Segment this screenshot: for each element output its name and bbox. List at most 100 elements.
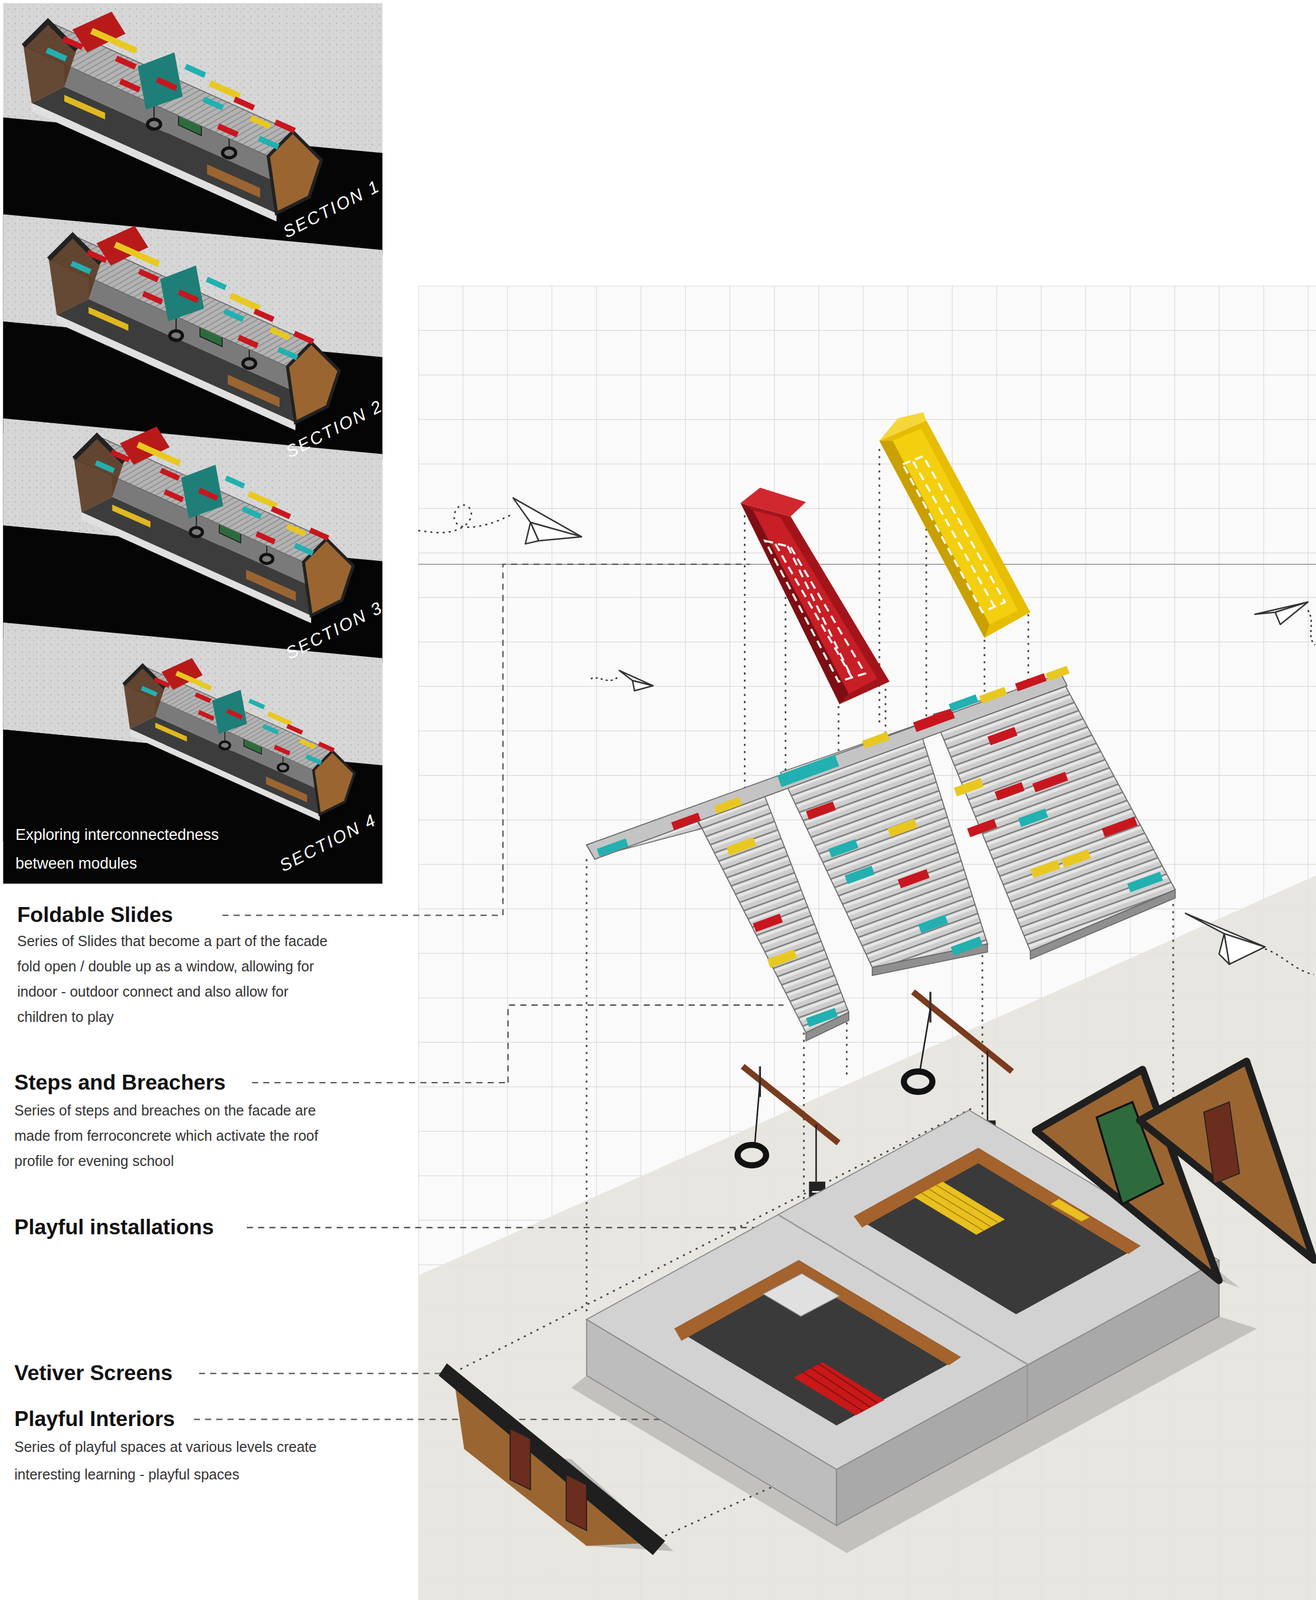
callout-heading: Foldable Slides [17,902,173,928]
projection-line-line [884,688,887,735]
red-slide-polygon [740,502,890,704]
colored-step-block-g-rect [948,693,979,712]
colored-step-block-g [897,868,930,888]
yellow-slide-polygon [892,428,1019,625]
leader-line-line [246,1226,760,1228]
section-panel-use [48,225,340,430]
yellow-slide-polygon [879,420,1031,638]
yellow-slide-path [902,456,1005,613]
colored-step-block-g-rect [887,818,918,837]
colored-step-block-g [596,838,629,857]
colored-step-block-g [1018,808,1048,827]
colored-step-block-g [987,726,1018,745]
vetiver-screen-polygon [566,1473,588,1531]
swing-line [913,991,1012,1072]
callout-body: Series of playful spaces at various leve… [14,1432,325,1488]
colored-step-block-g-rect [844,865,875,884]
section-label: SECTION 2 [282,395,387,463]
projection-line [453,428,1225,1536]
base-module-polygon [914,1181,1005,1234]
grid-paper-line [418,563,1316,565]
colored-step-block-g-rect [913,708,956,732]
swing-line [754,1081,760,1143]
colored-step-block-g [953,777,984,797]
colored-step-block-g-rect [596,838,629,857]
base-module-polygon [763,1272,840,1316]
projection-line-line [1027,614,1030,684]
callout-heading: Steps and Breachers [14,1069,226,1096]
colored-step-block-g [862,731,890,749]
colored-step-block-g-rect [713,796,742,814]
colored-step-block-g [805,801,836,820]
colored-step-block-g-rect [1015,673,1047,692]
base-module-polygon [793,1361,885,1415]
colored-step-block-g [1032,771,1069,793]
colored-step-block-g-rect [994,781,1025,801]
colored-step-block-g [994,781,1025,801]
panel-note: Exploring interconnectedness between mod… [15,820,269,878]
projection-line-line [585,859,588,1316]
colored-step-block-g [1127,871,1163,893]
colored-step-block-g [967,818,997,837]
colored-step-block-g [918,914,949,933]
projection-line-line [845,1015,848,1077]
vetiver-screen-polygon [1203,1101,1240,1184]
projection-line-line [743,515,746,791]
colored-step-block-g-rect [950,936,984,956]
swing-line [929,991,932,1023]
colored-step-block-g [979,686,1007,704]
colored-step-block-g [713,796,742,814]
base-module-path [801,1363,878,1412]
grid-paper-polygon [418,875,1316,1600]
colored-step-block-g [887,818,918,837]
vetiver-screen-polygon [438,1363,666,1555]
callout-body: Series of steps and breaches on the faca… [14,1097,336,1174]
paper-plane-polygon [632,680,654,692]
colored-step-block-g-rect [805,801,836,820]
colored-step-block-g-rect [805,1007,838,1027]
colored-step-block-g [777,754,840,787]
yellow-slide [879,412,1031,638]
paper-plane-polygon [525,522,539,544]
base-module-polygon [674,1259,961,1426]
stepped-roof-polygon [586,673,1067,859]
colored-step-block-g [805,1007,838,1027]
yellow-slide-polygon [879,412,927,441]
colored-step-block-g [828,839,859,858]
colored-step-block-g-rect [1101,816,1138,838]
colored-step-block-g [752,913,783,933]
colored-step-block-g [1030,859,1061,878]
colored-step-block-g [1061,849,1092,868]
vetiver-screen-polygon [1139,1061,1314,1261]
swing-ellipse [737,1144,767,1166]
vetiver-screen [438,1061,1314,1555]
paper-plane-path [418,505,511,533]
leader-line-line [199,1372,449,1374]
base-module-polygon [1050,1198,1090,1221]
colored-step-block-g [671,812,702,830]
red-slide-path [765,540,865,682]
red-slide-polygon [740,487,806,517]
colored-step-block-g [1045,665,1070,682]
callout-body: Series of Slides that become a part of t… [17,928,339,1030]
grid-paper-rect [418,285,1316,1600]
swing-ellipse [903,1070,933,1092]
section-panel-use [23,11,322,221]
colored-step-block-g [1101,816,1138,838]
colored-step-block-g-rect [1018,808,1048,827]
colored-step-block-g-rect [953,777,984,797]
colored-step-block-g-rect [967,818,997,837]
colored-step-block-g-rect [1045,665,1070,682]
section-label: SECTION 1 [279,175,384,243]
red-slide [740,487,890,705]
colored-step-block-g-rect [671,812,702,830]
colored-step-block-g-rect [767,949,798,968]
colored-step-block-g-rect [862,731,890,749]
callout-heading: Playful installations [14,1214,214,1240]
swing-line [815,1124,818,1182]
colored-step-block-g-rect [752,913,783,933]
colored-step-block-g-rect [726,836,757,856]
base-module-polygon [674,1259,961,1365]
